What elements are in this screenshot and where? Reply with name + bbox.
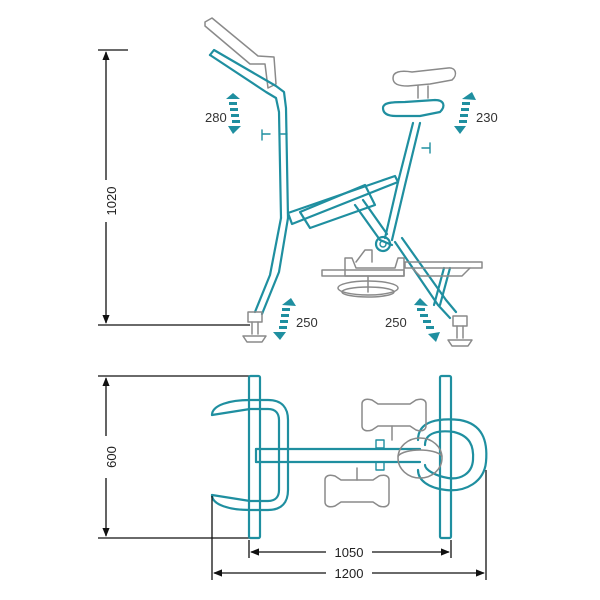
front-stem	[208, 48, 290, 220]
top-view: 600	[98, 374, 488, 581]
main-beam-top	[254, 439, 422, 471]
rear-base-tube	[438, 374, 453, 540]
side-view: 1020	[98, 17, 498, 347]
seat-adjust-label: 230	[476, 110, 498, 125]
height-dimension-line: 1020	[98, 49, 250, 326]
width-label: 600	[104, 446, 119, 468]
pedal-top-lower	[324, 467, 390, 508]
front-base-tube	[247, 374, 262, 540]
crank-hub-top	[397, 437, 443, 479]
front-foot	[242, 311, 267, 343]
seat-adjust-arrow-icon	[454, 92, 476, 134]
length-outer-dimension-line: 1200	[211, 470, 487, 581]
rear-foot-adjust-label: 250	[385, 315, 407, 330]
length-outer-label: 1200	[335, 566, 364, 581]
handlebar-top	[210, 398, 290, 512]
saddle-top	[416, 418, 488, 492]
front-foot-adjust-label: 250	[296, 315, 318, 330]
handlebar	[204, 17, 277, 89]
length-inner-dimension-line: 1050	[248, 540, 452, 560]
rear-pedal-platform	[404, 261, 483, 277]
handlebar-adjust-arrow-icon	[226, 93, 241, 134]
height-label: 1020	[104, 187, 119, 216]
front-foot-adjust-arrow-icon	[273, 298, 296, 340]
rear-foot-adjust-arrow-icon	[414, 298, 440, 342]
handlebar-adjust-label: 280	[205, 110, 227, 125]
crank-unit	[321, 235, 405, 298]
width-dimension-line: 600	[98, 375, 252, 539]
length-inner-label: 1050	[335, 545, 364, 560]
saddle	[381, 67, 457, 118]
main-frame	[253, 121, 458, 320]
pedal-top-upper	[361, 398, 427, 441]
rear-foot	[447, 315, 473, 347]
